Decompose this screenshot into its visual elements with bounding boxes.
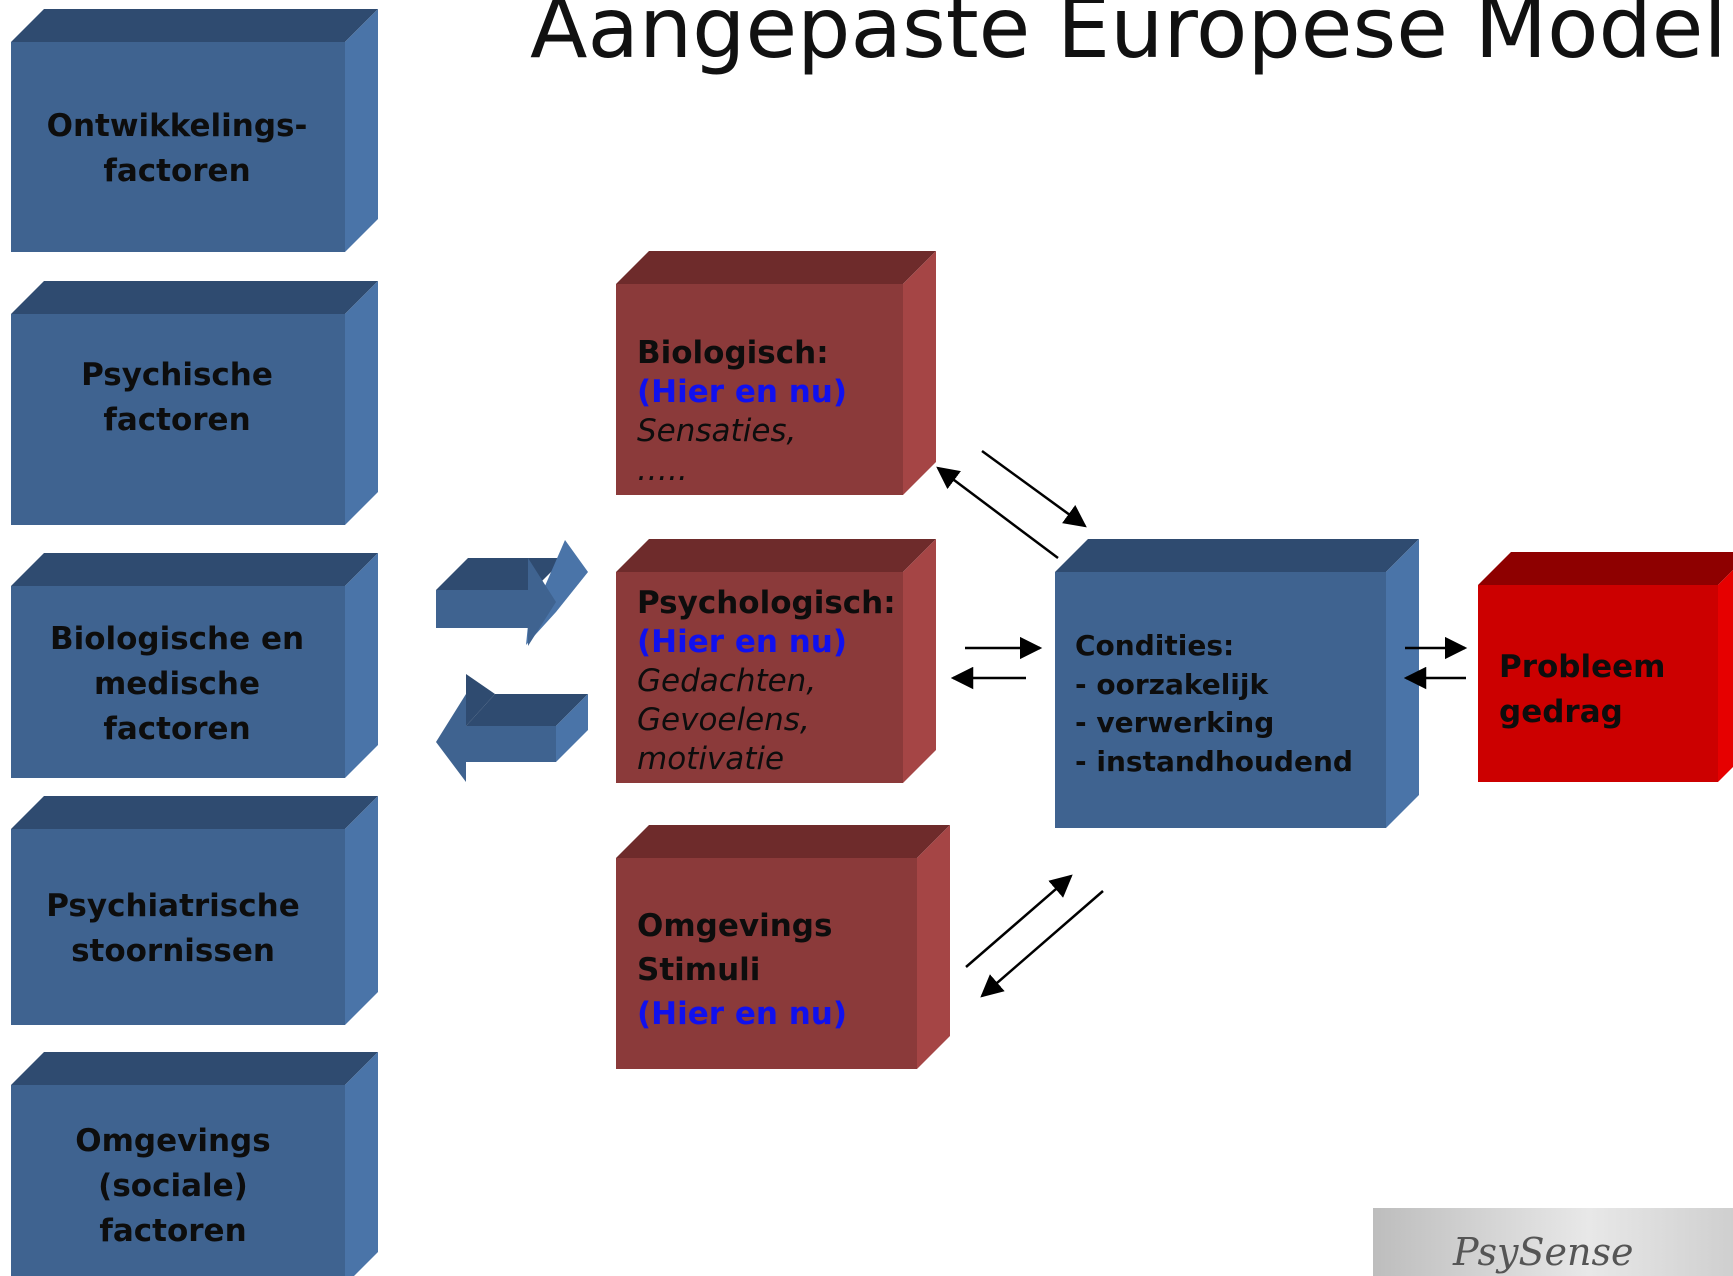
factor-box-biologisch-front (11, 586, 345, 778)
condities-item-2: - verwerking (1075, 706, 1275, 739)
factor-box-psychisch-top (11, 281, 378, 314)
factor-box-omgeving-top (11, 1052, 378, 1085)
factor-box-psychiatrisch-front (11, 829, 345, 1025)
probleem-line-2: gedrag (1499, 694, 1623, 730)
factor-omgeving-label: Omgevings (sociale) factoren (8, 1119, 338, 1254)
biologisch-box-front (616, 284, 903, 495)
block-arrow-left-front (436, 694, 556, 782)
psychologisch-box-text: Psychologisch: (Hier en nu) Gedachten, G… (637, 584, 937, 779)
probleem-box-front (1478, 585, 1718, 782)
condities-box-front (1055, 572, 1386, 828)
arrow-bio-to-condities (981, 449, 1087, 528)
factor-biologisch-line-3: factoren (103, 711, 251, 747)
probleem-box-top (1478, 552, 1733, 585)
factor-omgeving-line-2: (sociale) (98, 1168, 248, 1204)
condities-box-text: Condities: - oorzakelijk - verwerking - … (1075, 627, 1395, 781)
factor-psychiatrisch-line-2: stoornissen (71, 933, 275, 969)
block-arrow-left-top (466, 694, 588, 726)
biologisch-box (616, 251, 936, 495)
omgevings-tag: (Hier en nu) (637, 996, 848, 1032)
factor-box-psychiatrisch-side (345, 796, 378, 1025)
factor-ontwikkeling-label: Ontwikkelings- factoren (12, 104, 342, 194)
omgevings-box-front (616, 858, 917, 1069)
probleem-box-text: Probleem gedrag (1499, 645, 1729, 735)
psychologisch-box-side (903, 539, 936, 783)
omgevings-heading-line-1: Omgevings (637, 908, 833, 944)
block-arrow-left-side (556, 694, 588, 762)
factor-omgeving-line-3: factoren (99, 1213, 247, 1249)
condities-item-3: - instandhoudend (1075, 744, 1353, 778)
factor-box-ontwikkeling (11, 9, 378, 252)
psychologisch-heading: Psychologisch: (637, 585, 896, 621)
psysense-logo: PsySense (1373, 1208, 1733, 1276)
factor-box-psychisch-front (11, 314, 345, 525)
factor-box-omgeving-side (345, 1052, 378, 1276)
psychologisch-box-top (616, 539, 936, 572)
factor-box-biologisch-top (11, 553, 378, 586)
factor-ontwikkeling-line-1: Ontwikkelings- (46, 108, 308, 144)
factor-omgeving-line-1: Omgevings (75, 1123, 271, 1159)
probleem-box-side (1718, 570, 1733, 782)
probleem-line-1: Probleem (1499, 649, 1666, 685)
factor-box-psychiatrisch (11, 796, 378, 1025)
omgevings-box-text: Omgevings Stimuli (Hier en nu) (637, 904, 937, 1036)
psychologisch-item-2: Gevoelens, (637, 702, 810, 738)
biologisch-heading: Biologisch: (637, 335, 829, 371)
factor-box-psychisch-side (345, 281, 378, 525)
psychologisch-item-1: Gedachten, (637, 663, 817, 699)
block-arrow-right-front (436, 558, 556, 646)
factor-psychisch-line-2: factoren (103, 402, 251, 438)
condities-item-1: - oorzakelijk (1075, 667, 1269, 701)
omgevings-box-side (917, 825, 950, 1069)
factor-biologisch-line-1: Biologische en (49, 621, 305, 657)
factor-box-omgeving (11, 1052, 378, 1276)
psysense-logo-text: PsySense (1453, 1230, 1634, 1274)
probleem-box (1478, 552, 1733, 782)
condities-box (1055, 539, 1419, 828)
factor-box-biologisch (11, 553, 378, 778)
condities-box-side (1386, 539, 1419, 828)
biologisch-tag: (Hier en nu) (637, 374, 848, 410)
biologisch-box-side (903, 251, 936, 495)
factor-psychisch-label: Psychische factoren (12, 353, 342, 443)
psychologisch-box-front (616, 572, 903, 783)
omgevings-heading-line-2: Stimuli (637, 952, 761, 988)
biologisch-box-text: Biologisch: (Hier en nu) Sensaties, ….. (637, 334, 937, 490)
block-arrow-left-head-top (466, 674, 495, 726)
factor-psychisch-line-1: Psychische (81, 357, 273, 393)
condities-box-top (1055, 539, 1419, 572)
factor-box-biologisch-side (345, 553, 378, 778)
factor-ontwikkeling-line-2: factoren (103, 153, 251, 189)
psychologisch-box (616, 539, 936, 783)
factor-biologisch-label: Biologische en medische factoren (12, 617, 342, 752)
factor-biologisch-line-2: medische (93, 666, 261, 702)
omgevings-box-top (616, 825, 950, 858)
block-arrow-left (436, 674, 588, 782)
factor-box-omgeving-front (11, 1085, 345, 1276)
omgevings-box (616, 825, 950, 1069)
factor-box-ontwikkeling-front (11, 42, 345, 252)
factor-box-ontwikkeling-side (345, 9, 378, 252)
factor-psychiatrisch-line-1: Psychiatrische (46, 888, 300, 924)
arrow-omg-to-condities (965, 874, 1073, 968)
factor-box-psychisch (11, 281, 378, 525)
factor-box-ontwikkeling-top (11, 9, 378, 42)
biologisch-item-2: ….. (637, 452, 688, 488)
factor-psychiatrisch-label: Psychiatrische stoornissen (8, 884, 338, 974)
biologisch-item-1: Sensaties, (637, 413, 797, 449)
diagram-title: Aangepaste Europese Model (530, 0, 1727, 77)
psychologisch-item-3: motivatie (637, 741, 785, 777)
arrow-condities-to-bio (936, 466, 1059, 559)
condities-heading: Condities: (1075, 629, 1235, 662)
arrow-condities-to-omg (980, 890, 1104, 998)
factor-box-psychiatrisch-top (11, 796, 378, 829)
biologisch-box-top (616, 251, 936, 284)
block-arrow-right (436, 540, 588, 646)
psychologisch-tag: (Hier en nu) (637, 624, 848, 660)
